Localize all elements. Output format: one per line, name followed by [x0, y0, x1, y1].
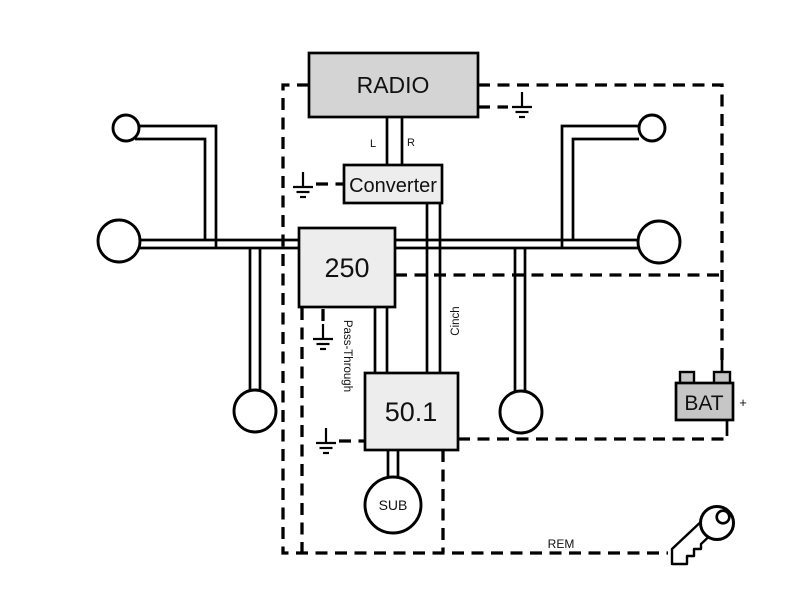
battery-label: BAT [684, 392, 723, 415]
rear-left-speaker-circle [232, 388, 278, 434]
ground-icon [291, 170, 315, 199]
converter-box [342, 163, 444, 205]
pass-through-label: Pass-Through [341, 320, 353, 392]
front-left-tweeter-wire2 [135, 137, 207, 240]
front-right-tweeter-wire [560, 124, 641, 248]
right-channel-label: R [407, 137, 415, 149]
amp-50-1-label: 50.1 [385, 397, 438, 427]
front-right-tweeter-wire2 [571, 137, 639, 240]
remote-label: REM [548, 537, 575, 551]
front-right-tweeter-circle [637, 113, 667, 143]
battery [674, 370, 735, 422]
ground-icon [311, 322, 335, 351]
rear-right-speaker-circle [498, 389, 544, 435]
battery-plus-sign: + [739, 395, 747, 410]
subwoofer-label: SUB [379, 497, 408, 513]
battery-power-run [478, 83, 724, 361]
ground-icon [510, 90, 534, 119]
radio-label: RADIO [357, 72, 430, 98]
front-right-speaker-circle [636, 219, 682, 265]
amp-250-label: 250 [324, 253, 369, 283]
speaker-wiring [135, 116, 729, 478]
front-left-tweeter-circle [111, 113, 141, 143]
converter-label: Converter [349, 175, 437, 197]
power-remote-wiring [281, 83, 725, 555]
front-left-tweeter-wire [137, 124, 218, 248]
battery-body [674, 381, 735, 422]
remote-run-left [281, 83, 668, 555]
amp-50-1-box [363, 371, 460, 452]
amp-250-box [297, 226, 397, 309]
front-left-speaker-circle [96, 218, 142, 264]
left-channel-label: L [370, 138, 376, 150]
ground-icon [314, 426, 338, 455]
radio-box [307, 51, 480, 119]
cinch-label: Cinch [450, 306, 462, 335]
subwoofer-circle [363, 475, 423, 535]
key-icon [670, 505, 735, 566]
